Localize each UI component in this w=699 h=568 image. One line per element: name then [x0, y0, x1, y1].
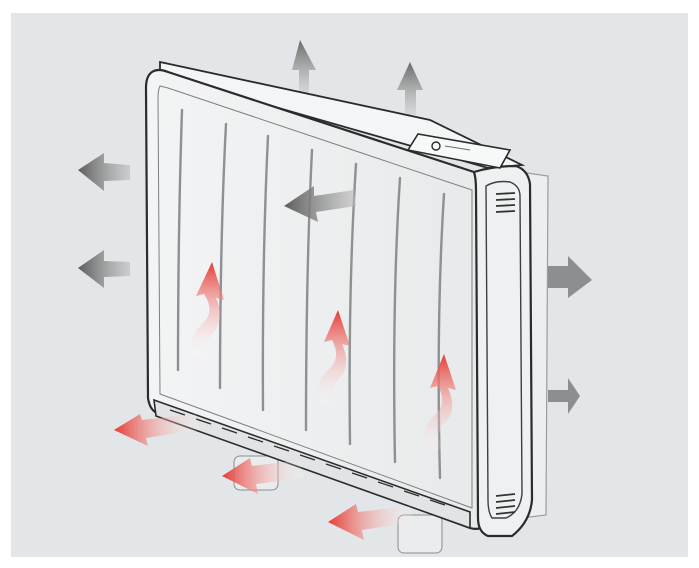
- gray-arrow-left-lower: [78, 250, 130, 288]
- gray-arrow-up-left: [292, 40, 316, 95]
- gray-arrow-up-right: [397, 62, 423, 115]
- gray-arrow-left-upper: [78, 153, 130, 191]
- red-heat-arrow-bottom-left: [114, 414, 200, 446]
- gray-arrow-right-lower: [548, 378, 580, 414]
- gray-arrow-right-upper: [548, 256, 592, 298]
